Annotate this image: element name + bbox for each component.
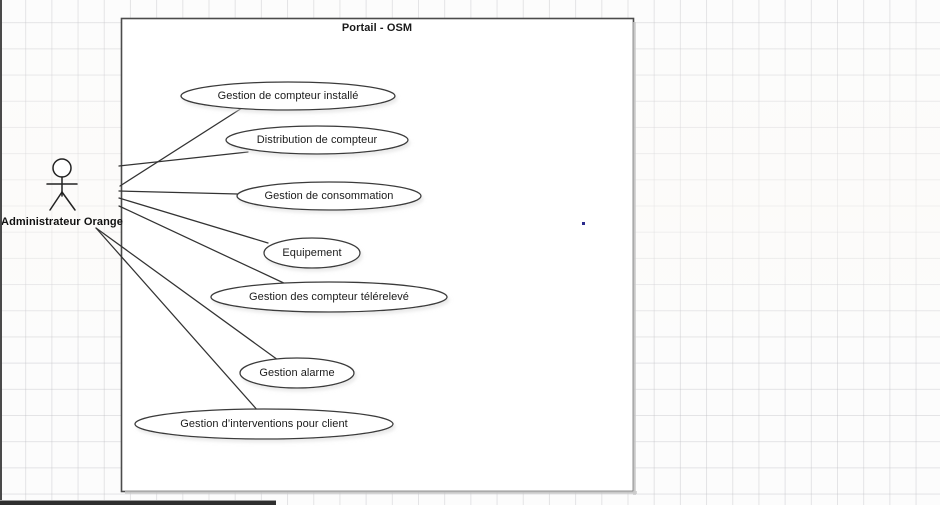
actor-label-administrateur-orange: Administrateur Orange	[1, 216, 123, 228]
uc-gestion-compteur-telereleve-label: Gestion des compteur télérelevé	[249, 291, 409, 303]
association-line-gestion-interventions	[95, 227, 260, 413]
association-line-gestion-compteur-telereleve	[118, 205, 289, 286]
association-line-distribution-compteur	[118, 151, 249, 167]
uc-gestion-interventions[interactable]	[134, 408, 394, 440]
uc-gestion-alarme-label: Gestion alarme	[259, 367, 335, 379]
uc-gestion-alarme[interactable]	[239, 357, 355, 389]
system-boundary-title: Portail - OSM	[341, 22, 413, 34]
actor-stick-figure	[46, 158, 78, 211]
uc-gestion-consommation-label: Gestion de consommation	[264, 190, 394, 202]
uc-distribution-compteur[interactable]	[225, 125, 409, 155]
uc-gestion-interventions-label: Gestion d’interventions pour client	[180, 418, 348, 430]
association-line-equipement	[118, 197, 269, 244]
uc-gestion-compteur-telereleve[interactable]	[210, 281, 448, 313]
scan-edge-bottom-hairline	[0, 500, 276, 501]
use-case-ellipses	[134, 81, 448, 440]
uc-distribution-compteur-label: Distribution de compteur	[256, 134, 378, 146]
association-line-gestion-alarme	[95, 227, 279, 361]
uc-gestion-compteur-installe-label: Gestion de compteur installé	[217, 90, 359, 102]
uc-equipement-label: Equipement	[282, 247, 342, 259]
scan-edge-left	[0, 0, 2, 505]
uc-gestion-consommation[interactable]	[236, 181, 422, 211]
blue-marker-dot	[582, 222, 585, 225]
uc-equipement[interactable]	[263, 237, 361, 269]
association-lines	[95, 107, 289, 413]
association-line-gestion-consommation	[118, 190, 239, 195]
association-line-gestion-compteur-installe	[119, 107, 243, 187]
uc-gestion-compteur-installe[interactable]	[180, 81, 396, 111]
scan-edge-bottom	[0, 501, 276, 505]
